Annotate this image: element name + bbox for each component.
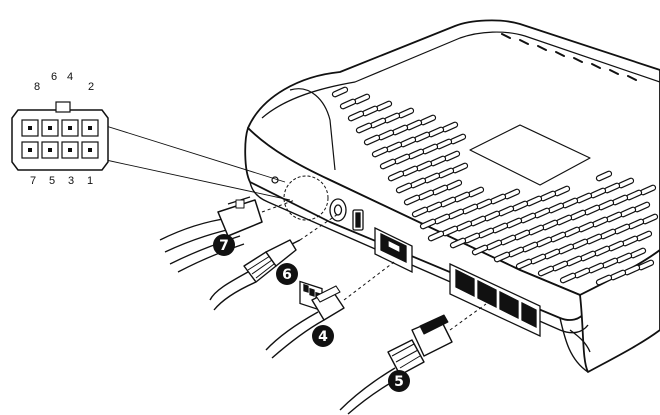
vent-slot <box>559 272 577 284</box>
vent-slot <box>331 86 349 98</box>
callout-5-badge: 5 <box>388 370 410 392</box>
pin-contact <box>88 148 92 152</box>
pin-labels-top: 8 6 4 2 <box>34 71 94 93</box>
cables <box>159 196 487 415</box>
callout-6-text: 6 <box>282 267 292 283</box>
lan-ethernet-cable <box>339 303 487 415</box>
vent-slot <box>347 110 365 122</box>
pin-contact <box>68 148 72 152</box>
callout-6-badge: 6 <box>276 263 298 285</box>
vent-slot <box>419 218 437 230</box>
port-panel <box>299 198 541 338</box>
pin-label-8: 8 <box>34 81 40 93</box>
magnify-circle <box>283 175 329 221</box>
vent-slot <box>493 251 511 263</box>
pin-contact <box>48 148 52 152</box>
callout-badges: 7 6 4 5 <box>213 234 410 392</box>
router-label-window <box>469 124 591 186</box>
pin-label-3: 3 <box>68 175 74 187</box>
pin-contact <box>28 148 32 152</box>
callout-4-text: 4 <box>318 329 328 345</box>
vent-slot <box>427 230 445 242</box>
pin-label-6: 6 <box>51 71 57 83</box>
vent-slot <box>395 182 413 194</box>
leader-line-bottom <box>105 159 291 201</box>
pin-label-2: 2 <box>88 81 94 93</box>
pin-contact <box>28 126 32 130</box>
pin-grid <box>21 119 99 159</box>
router-front-face <box>244 127 586 321</box>
vent-slot <box>537 265 555 277</box>
router-bottom-edge <box>249 181 589 334</box>
pin-contact <box>88 126 92 130</box>
vent-slot <box>449 237 467 249</box>
callout-5-text: 5 <box>394 374 404 390</box>
vent-slot <box>515 258 533 270</box>
usb-port <box>352 209 364 231</box>
vent-slot <box>379 158 397 170</box>
power-pin-cable <box>159 196 296 273</box>
vent-slot <box>339 98 357 110</box>
pin-label-5: 5 <box>49 175 55 187</box>
router-top-rim <box>261 31 660 119</box>
dc-barrel-cable <box>209 213 339 311</box>
vent-slot <box>595 170 613 182</box>
vent-slot <box>363 134 381 146</box>
callout-7-badge: 7 <box>213 234 235 256</box>
pinout-latch <box>55 101 71 113</box>
vent-slot <box>355 122 373 134</box>
wan-ethernet-cable <box>265 261 395 359</box>
pin-label-1: 1 <box>87 175 93 187</box>
status-leds <box>501 33 637 81</box>
side-clip <box>569 329 591 353</box>
pin-label-7: 7 <box>30 175 36 187</box>
pin-labels-bottom: 7 5 3 1 <box>30 175 93 187</box>
vent-slots <box>331 86 659 286</box>
leader-line-top <box>105 125 286 183</box>
vent-slot <box>411 206 429 218</box>
lan-rj45-block <box>449 262 541 338</box>
vent-slot <box>403 194 421 206</box>
router-device <box>244 19 660 373</box>
router-panel-ridge <box>289 88 336 171</box>
pinout-frame <box>11 109 109 171</box>
wan-rj45-port <box>374 226 413 274</box>
callout-4-badge: 4 <box>312 325 334 347</box>
vent-slot <box>471 244 489 256</box>
vent-slot <box>387 170 405 182</box>
vent-slot <box>371 146 389 158</box>
pinout-callout: 8 6 4 2 7 5 3 1 <box>11 71 329 221</box>
pin-contact <box>68 126 72 130</box>
pin-label-4: 4 <box>67 71 73 83</box>
callout-7-text: 7 <box>219 238 229 254</box>
dc-jack-port <box>329 198 347 222</box>
router-side-cap <box>559 317 589 373</box>
pin-contact <box>48 126 52 130</box>
vent-slot <box>595 274 613 286</box>
